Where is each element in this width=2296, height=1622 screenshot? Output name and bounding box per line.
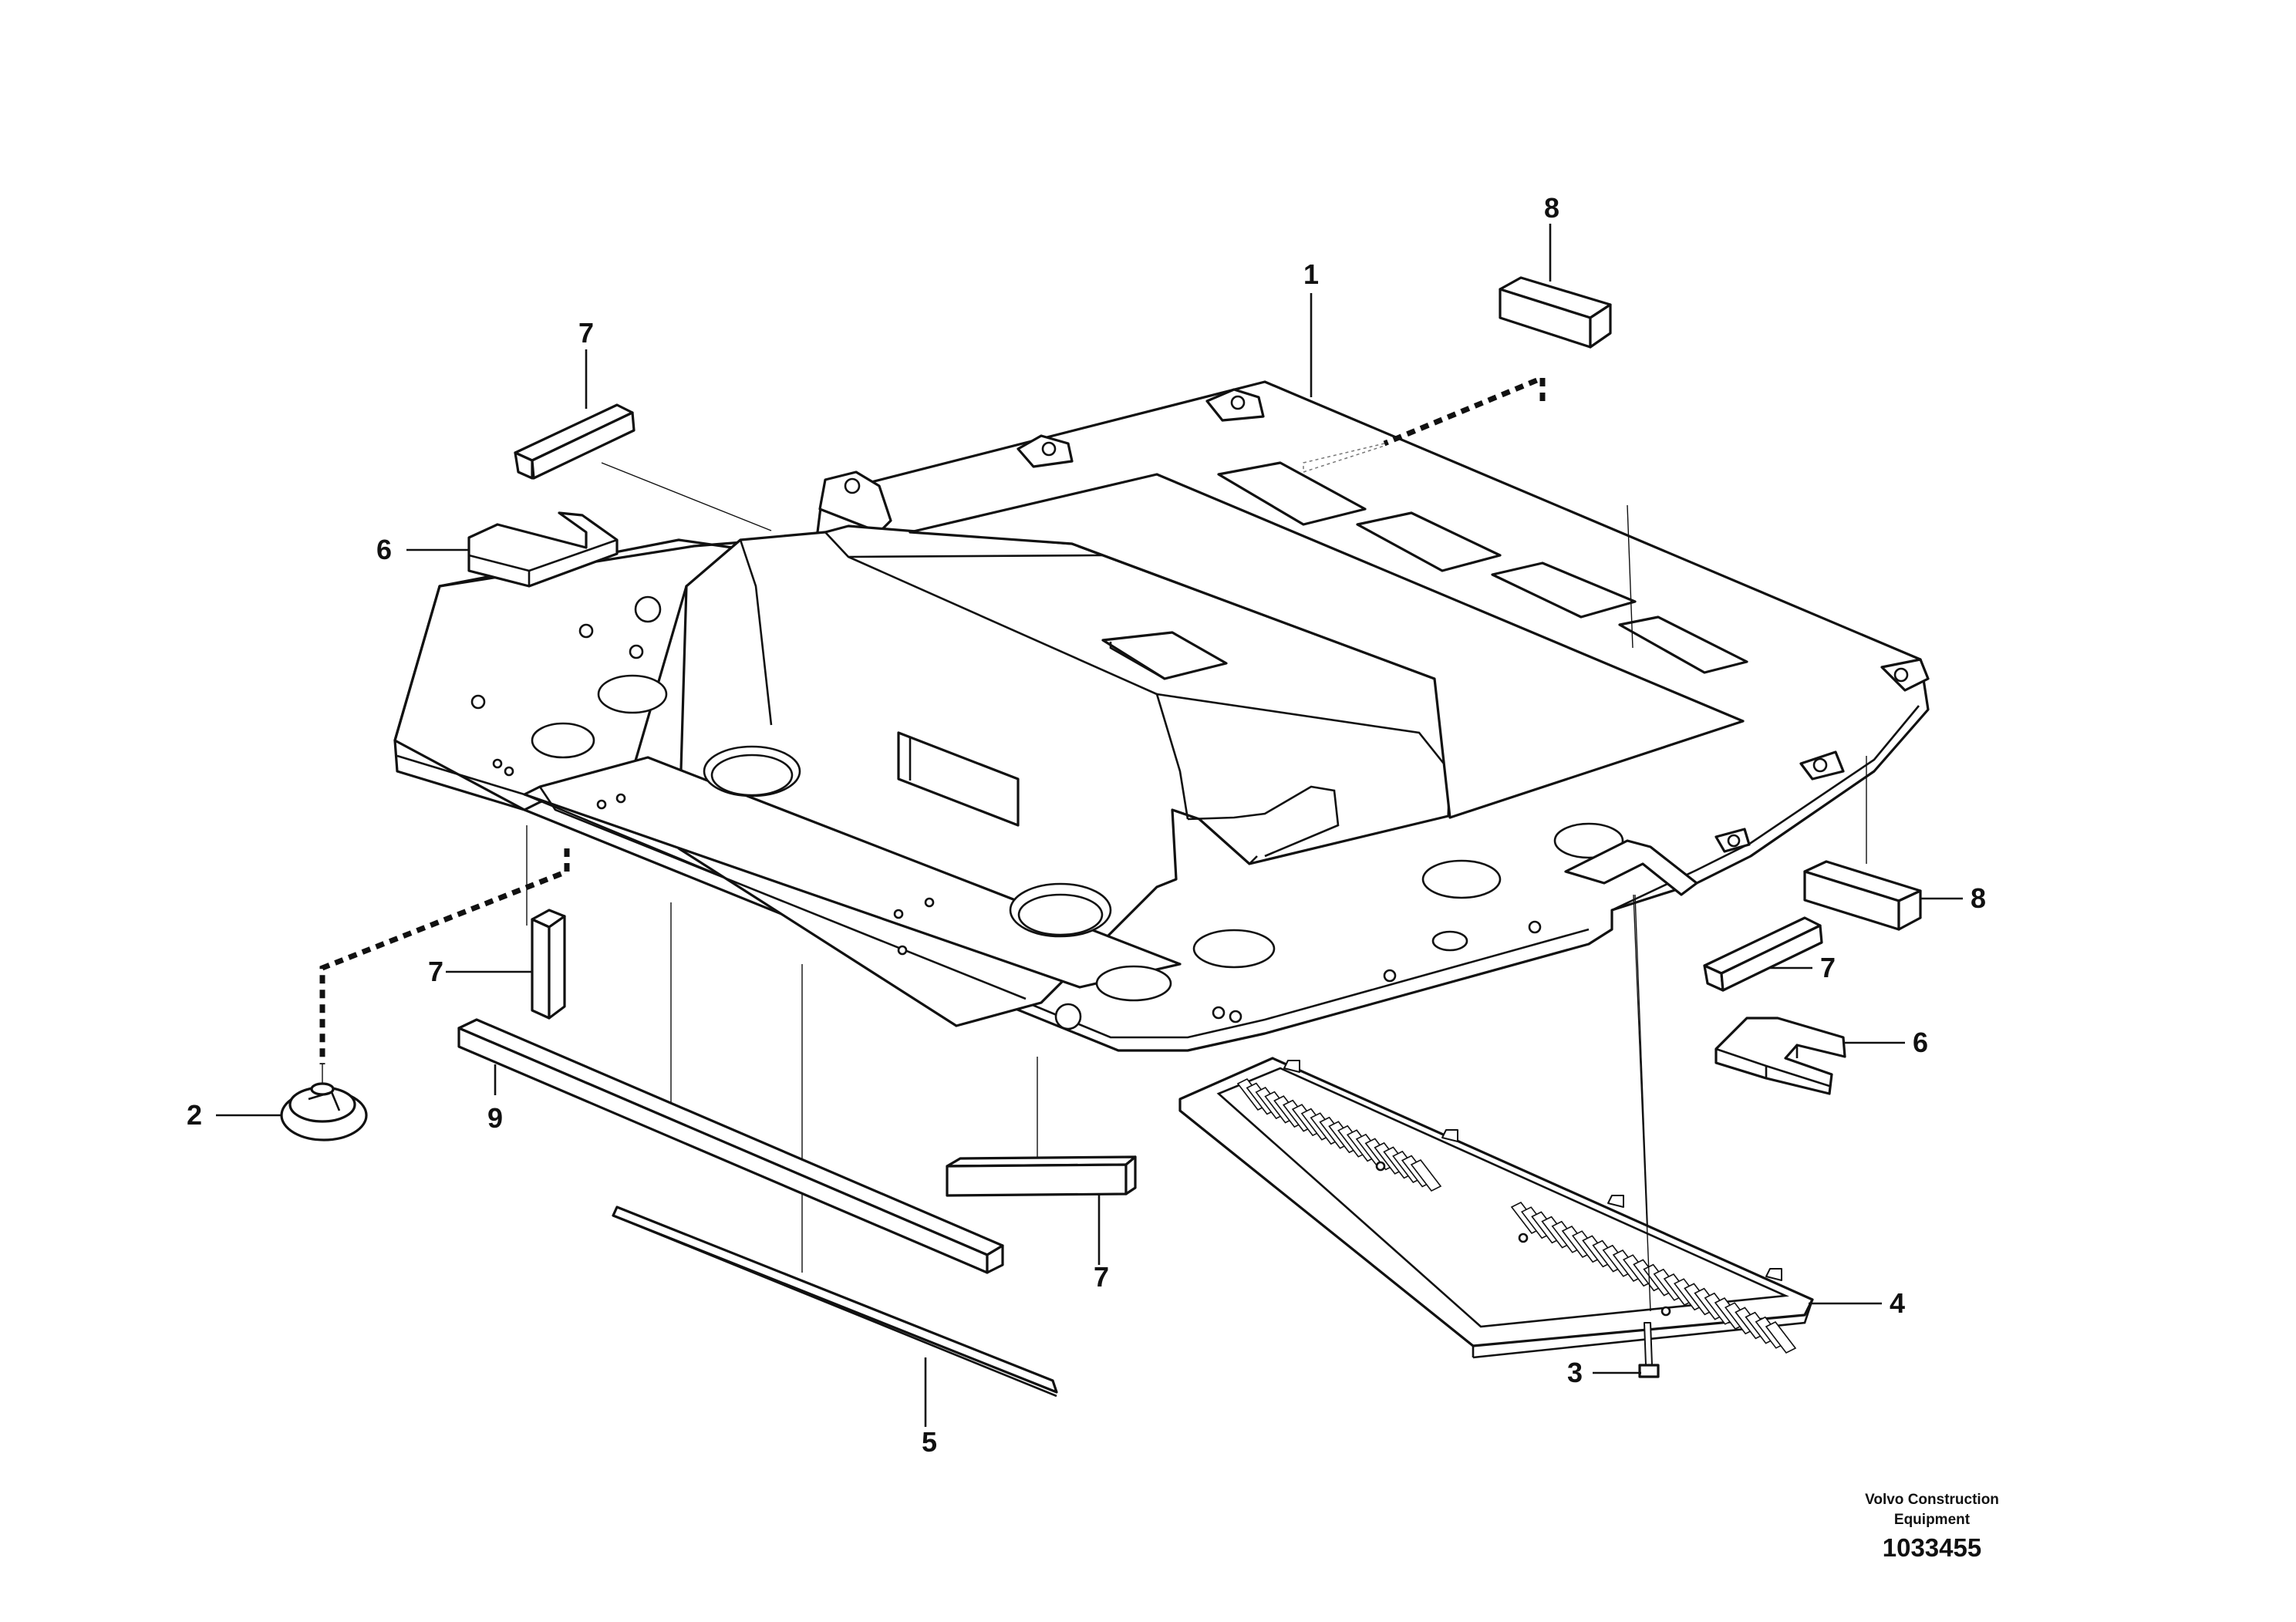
callout-4: 4 (1890, 1287, 1905, 1319)
callout-7-bottom: 7 (1094, 1261, 1109, 1293)
part-3-screw (1633, 894, 1660, 1378)
grille-slot (1765, 1320, 1797, 1354)
drawing-caption: Volvo Construction Equipment 1033455 (1865, 1492, 1999, 1562)
caption-company-line2: Equipment (1894, 1512, 1971, 1528)
callout-7-top-left: 7 (578, 317, 594, 349)
callout-6-left: 6 (376, 534, 392, 565)
document-number: 1033455 (1883, 1533, 1981, 1562)
part-7-bottom-block (946, 1155, 1137, 1197)
part-6-top-left-bracket (467, 511, 619, 588)
callout-1: 1 (1303, 258, 1319, 290)
caption-company-line1: Volvo Construction (1865, 1492, 1999, 1508)
main-cover-panel (393, 380, 1930, 1052)
part-5-strip (612, 1206, 1058, 1398)
callout-6-right: 6 (1913, 1027, 1928, 1058)
part-8-right-block (1803, 860, 1922, 931)
part-7-top-left-block (514, 403, 636, 480)
callout-3: 3 (1567, 1357, 1583, 1388)
callout-8-top: 8 (1544, 192, 1559, 224)
callout-8-right: 8 (1971, 882, 1986, 914)
callout-2: 2 (187, 1099, 202, 1131)
callout-9: 9 (487, 1102, 503, 1134)
part-7-right-block (1703, 916, 1823, 992)
callout-labels: 1 8 7 6 2 7 9 7 5 8 7 6 4 3 (187, 192, 1986, 1458)
part-8-top-block (1303, 276, 1612, 474)
grille-slot (1410, 1158, 1442, 1192)
part-6-right-bracket (1714, 1017, 1846, 1095)
callout-7-right: 7 (1820, 952, 1836, 983)
part-9-bar (457, 1018, 1004, 1274)
grille-slots-right (1510, 1201, 1797, 1354)
grille-slots-left (1236, 1077, 1442, 1192)
callout-5: 5 (922, 1426, 937, 1458)
callout-leaders (216, 224, 1963, 1427)
part-2-cap (280, 848, 570, 1141)
projection-lines (526, 462, 1867, 1304)
part-4-grille (1178, 1057, 1814, 1359)
part-7-left-block (531, 909, 566, 1020)
callout-7-left: 7 (428, 956, 443, 987)
